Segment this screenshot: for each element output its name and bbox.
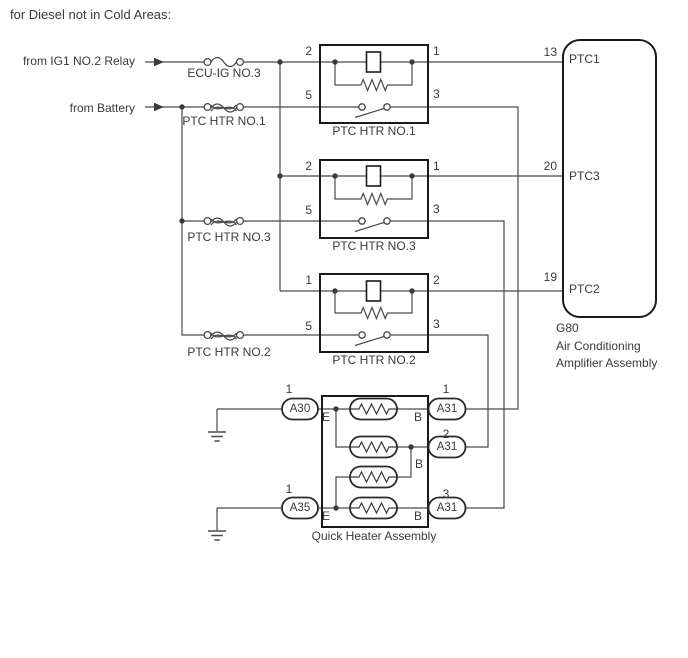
relay-switch-icon [354,331,391,347]
connector-pin-number: 3 [442,487,450,501]
relay1-pin-bottom-right: 3 [433,87,440,101]
connector-pin-number: 1 [285,382,293,396]
connector-code-a31: A31 [436,502,458,514]
relay-resistor-icon [334,62,413,321]
heater-element-icon [349,397,398,520]
terminal-e: E [322,410,331,424]
amplifier-name-line2: Amplifier Assembly [556,356,658,370]
quick-heater-label: Quick Heater Assembly [311,529,437,543]
connector-code-a35: A35 [289,502,311,514]
relay-box [319,44,429,353]
fuse-label: PTC HTR NO.2 [187,345,271,359]
terminal-e: E [322,509,331,523]
terminal-b: B [414,509,423,523]
connector-pin-number: 2 [442,427,450,441]
ground-icon [208,530,226,541]
fuse-label: PTC HTR NO.1 [182,114,266,128]
relay3-pin-bottom-left: 5 [305,319,312,333]
fuse-label: ECU-IG NO.3 [187,66,261,80]
amplifier-pin-number: 13 [543,45,557,59]
relay3-pin-top-left: 1 [305,273,312,287]
fusible-link-icon [203,216,245,227]
heater-resistor-icon [350,402,397,515]
connector-pin-number: 1 [442,382,450,396]
relay2-pin-bottom-right: 3 [433,202,440,216]
relay1-pin-top-right: 1 [433,44,440,58]
connector-code-a30: A30 [289,403,311,415]
flow-arrow-icon [154,57,164,67]
junction-dots [179,59,415,511]
connector-pin-number: 1 [285,482,293,496]
relay2-label: PTC HTR NO.3 [332,239,416,253]
relay2-pin-bottom-left: 5 [305,203,312,217]
relay3-pin-top-right: 2 [433,273,440,287]
relay2-pin-top-right: 1 [433,159,440,173]
amplifier-pin-number: 19 [543,270,557,284]
terminal-b: B [415,457,424,471]
page-title: for Diesel not in Cold Areas: [10,7,172,22]
relay-coil-icon [365,51,382,302]
amplifier-code: G80 [556,321,579,335]
relay-switch-icon [354,103,391,119]
connector-code-a31: A31 [436,403,458,415]
flow-arrow-icon [154,102,164,112]
source-label-ig1-relay: from IG1 NO.2 Relay [22,54,135,68]
relay2-pin-top-left: 2 [305,159,312,173]
amplifier-box [562,39,657,318]
source-label-battery: from Battery [69,101,135,115]
relay1-pin-top-left: 2 [305,44,312,58]
relay-switch-icon [354,217,391,233]
quick-heater-box [321,395,429,528]
ground-icon [208,431,226,442]
relay1-label: PTC HTR NO.1 [332,124,416,138]
connector-code-a31: A31 [436,441,458,453]
fusible-link-icon [203,330,245,341]
terminal-b: B [414,410,423,424]
fuse-label: PTC HTR NO.3 [187,230,271,244]
relay1-pin-bottom-left: 5 [305,88,312,102]
fuse-icon [203,56,245,68]
amplifier-pin-name: PTC3 [569,169,600,183]
connector-oval [281,397,467,520]
fusible-link-icon [203,102,245,113]
relay3-label: PTC HTR NO.2 [332,353,416,367]
amplifier-pin-name: PTC2 [569,282,600,296]
amplifier-name-line1: Air Conditioning [556,339,641,353]
relay3-pin-bottom-right: 3 [433,317,440,331]
amplifier-pin-name: PTC1 [569,52,600,66]
amplifier-pin-number: 20 [543,159,557,173]
